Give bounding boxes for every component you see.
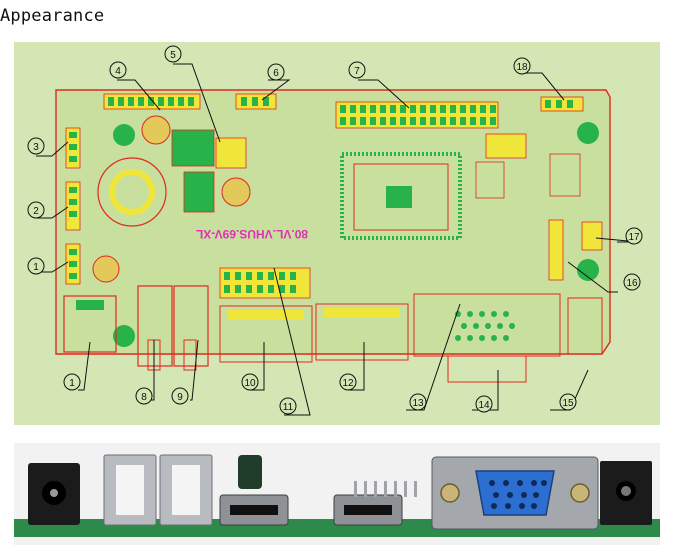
usb-9 [173,285,209,367]
pin-header-photo [354,481,417,497]
callout-18: 18 [516,62,528,73]
callout-leaders [36,63,639,416]
dc-jack [63,295,117,353]
connector-2 [65,181,81,231]
callout-17: 17 [628,232,640,243]
callout-1: 1 [69,378,75,389]
pcb-layout-diagram: 80.VL.VHUS.69V-XL [14,42,660,425]
page-title: Appearance [0,6,105,26]
callout-marker [109,61,127,79]
capacitor [97,157,167,227]
callout-11: 11 [283,402,294,413]
callout-marker [348,61,366,79]
callout-5: 5 [170,50,176,61]
callout-marker [27,257,45,275]
mounting-hole [113,325,135,347]
usb-8 [137,285,173,367]
regulator [171,129,215,167]
callout-marker [171,387,189,405]
mounting-hole [577,122,599,144]
callout-marker [475,395,493,413]
callout-marker [27,137,45,155]
callout-marker [241,373,259,391]
hdmi-10 [219,305,313,363]
mounting-hole [577,259,599,281]
callout-marker [63,373,81,391]
callout-10: 10 [244,378,256,389]
callout-15: 15 [562,398,574,409]
header-11 [219,267,311,299]
callout-marker [559,393,577,411]
audio-jack [567,297,603,355]
capacitor-photo [238,455,262,489]
mounting-holes [113,122,599,347]
callout-marker [513,57,531,75]
mounting-hole [113,124,135,146]
header-6-pins [241,97,269,106]
callout-marker [267,63,285,81]
callout-3: 3 [33,142,39,153]
callout-marker [164,45,182,63]
hdmi-12 [315,303,409,361]
header-4-pins [108,97,194,106]
callout-labels: 4 5 6 7 18 3 2 1 17 16 1 8 9 10 11 12 13… [33,50,640,413]
callout-14: 14 [478,400,490,411]
board-silkscreen-text: 80.VL.VHUS.69V-XL [196,227,308,241]
callout-marker [625,227,643,245]
callout-marker [279,397,297,415]
callout-1-top: 1 [33,262,39,273]
callout-marker [409,393,427,411]
callout-marker [339,373,357,391]
callout-marker [135,387,153,405]
callout-2: 2 [33,206,39,217]
callout-9: 9 [177,392,183,403]
header-7-pins [340,105,496,125]
callout-4: 4 [115,66,121,77]
callout-7: 7 [354,66,360,77]
board-edge-photo [14,443,660,545]
callout-16: 16 [626,278,638,289]
callout-13: 13 [412,398,424,409]
callout-12: 12 [342,378,354,389]
callout-marker [623,273,641,291]
callout-6: 6 [273,68,279,79]
callout-marker [27,201,45,219]
callout-markers [27,45,643,415]
callout-8: 8 [141,392,147,403]
